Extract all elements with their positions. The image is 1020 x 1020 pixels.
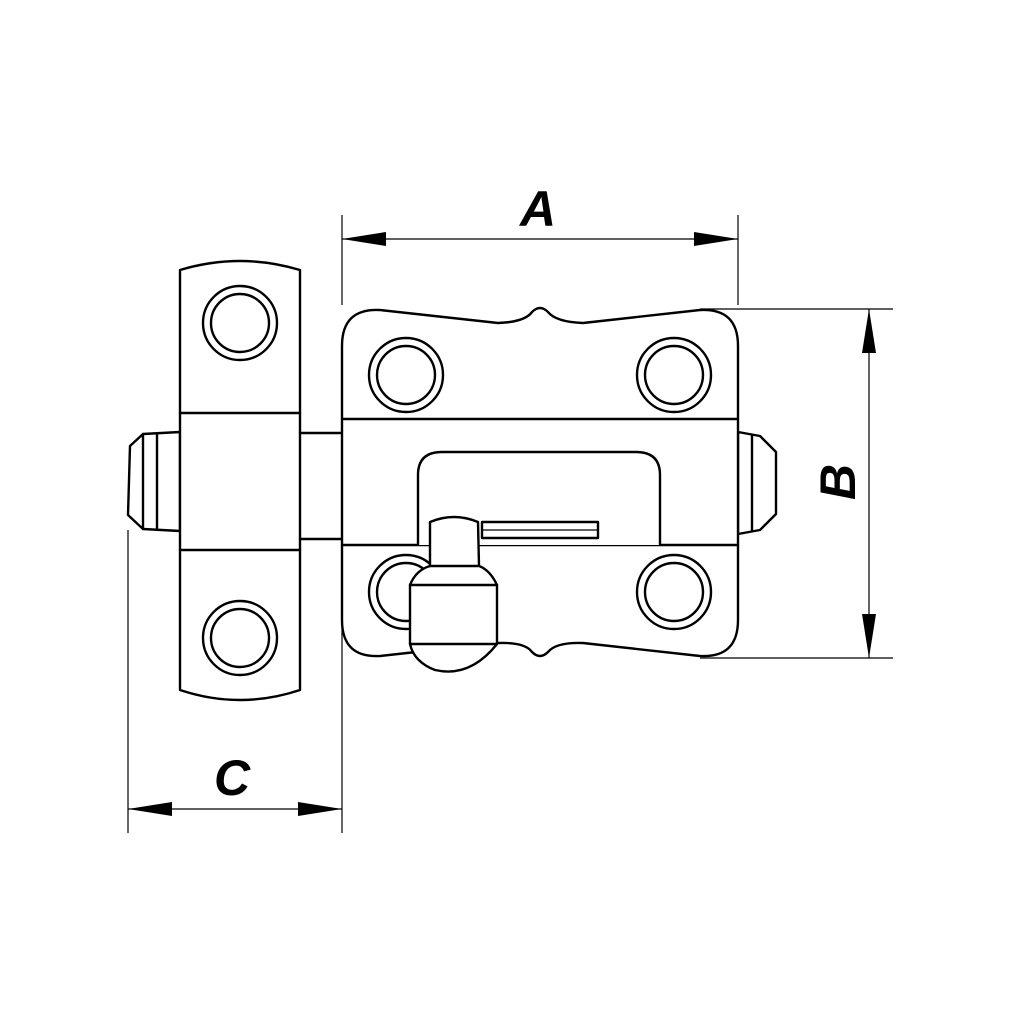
dimension-b-arrow-top xyxy=(862,309,876,353)
keeper-screw-hole-bottom xyxy=(201,599,279,677)
bolt-tail xyxy=(736,430,778,536)
body-screw-hole-bottom-right xyxy=(635,553,713,631)
dimension-c: C xyxy=(127,530,343,833)
dimension-c-arrow-left xyxy=(128,802,172,816)
dimension-a-arrow-left xyxy=(342,232,386,246)
keeper-plate xyxy=(126,259,302,702)
bolt-rod xyxy=(298,431,344,541)
dimension-b-arrow-bottom xyxy=(862,614,876,658)
dimension-a: A xyxy=(341,181,739,305)
dimension-a-arrow-right xyxy=(694,232,738,246)
body-screw-hole-top-right xyxy=(635,336,713,414)
keeper-screw-hole-top xyxy=(201,284,279,362)
dimension-b-label: B xyxy=(810,464,866,500)
bolt-body-plate xyxy=(340,306,778,673)
body-screw-hole-top-left xyxy=(367,336,445,414)
dimension-c-arrow-right xyxy=(298,802,342,816)
dimension-b: B xyxy=(700,308,893,659)
dimension-c-label: C xyxy=(214,750,251,806)
bolt-knob xyxy=(408,515,499,673)
keeper-body xyxy=(178,259,302,702)
dimension-a-label: A xyxy=(518,181,556,237)
keeper-bolt-tip xyxy=(126,430,182,533)
